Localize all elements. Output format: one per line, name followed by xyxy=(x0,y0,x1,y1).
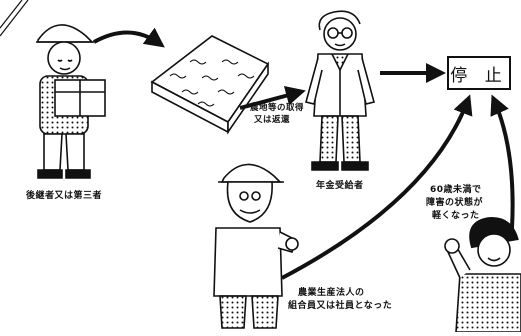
label-corporation-line1: 農業生産法人の xyxy=(298,288,365,298)
label-successor: 後継者又は第三者 xyxy=(26,191,103,201)
label-land-line1: 農地等の取得 xyxy=(250,103,305,113)
successor-figure xyxy=(36,24,106,179)
arrow-successor-to-land xyxy=(93,27,165,48)
arrow-land-to-pensioner xyxy=(239,85,306,110)
stop-label: 停 止 xyxy=(450,65,508,86)
pensioner-figure xyxy=(305,10,375,171)
stop-box: 停 止 xyxy=(447,56,511,90)
arrow-disability-to-stop xyxy=(490,94,515,229)
corner-lines xyxy=(0,0,29,37)
label-corporation-line2: 組合員又は社員となった xyxy=(288,301,393,311)
label-pensioner: 年金受給者 xyxy=(316,181,364,191)
corporation-worker-figure xyxy=(213,163,299,329)
label-disability-line1: 60歳未満で xyxy=(430,185,482,195)
label-land-line2: 又は返還 xyxy=(254,115,291,125)
recovered-person-figure xyxy=(444,217,521,333)
arrow-corporation-to-stop xyxy=(281,94,473,280)
label-disability-line2: 障害の状態が xyxy=(426,198,484,208)
label-disability-line3: 軽くなった xyxy=(432,211,480,221)
farmland-icon xyxy=(150,35,270,135)
